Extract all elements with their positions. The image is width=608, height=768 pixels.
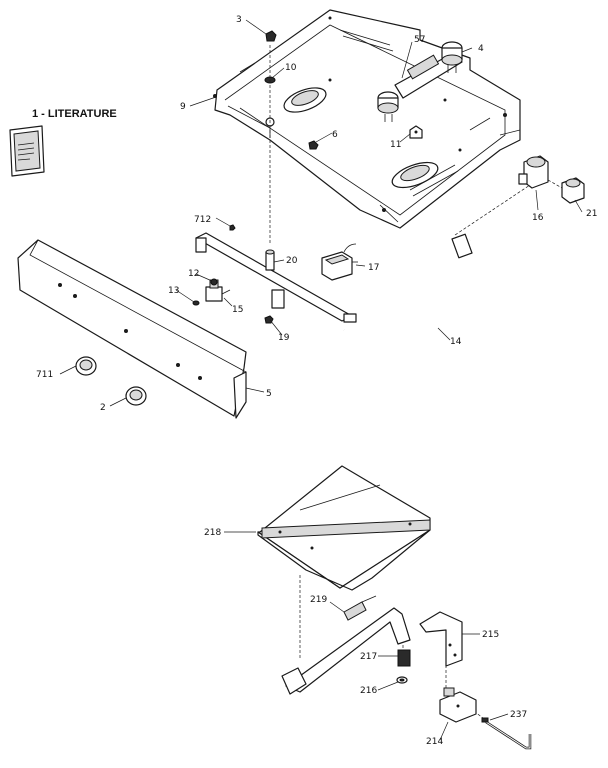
callout-711: 711: [36, 370, 53, 380]
screw-712: [229, 224, 236, 231]
knob-2: [125, 386, 147, 406]
bottom-shield-218: [257, 465, 431, 591]
callout-2: 2: [100, 403, 106, 413]
callout-15: 15: [232, 305, 243, 315]
callout-6: 6: [332, 130, 338, 140]
broil-burner-219: [281, 595, 411, 695]
callout-712: 712: [194, 215, 211, 225]
knob-711: [75, 356, 97, 376]
manifold-pipe-20: [195, 232, 357, 323]
pressure-regulator-17: [321, 243, 358, 281]
callout-217: 217: [360, 652, 377, 662]
leader-lines: [59, 19, 583, 741]
washer-13: [192, 300, 200, 306]
burner-box-pan: [213, 9, 521, 229]
part-217: [397, 649, 411, 667]
callout-3: 3: [236, 15, 242, 25]
thermostat-16: [518, 155, 549, 189]
bracket-11: [409, 125, 423, 139]
screw-3: [265, 30, 277, 42]
oven-valve-15: [205, 279, 231, 302]
callout-12: 12: [188, 269, 199, 279]
orifice-12: [210, 278, 218, 286]
callout-11: 11: [390, 140, 401, 150]
callout-237: 237: [510, 710, 527, 720]
burner-valve-4: [441, 41, 463, 73]
callout-16: 16: [532, 213, 544, 223]
callout-10: 10: [285, 63, 297, 73]
control-panel-5: [17, 239, 247, 419]
literature-title: 1 - LITERATURE: [32, 108, 117, 120]
bracket-215: [419, 611, 463, 667]
literature-booklet: [9, 125, 45, 177]
gas-tubing-14: [342, 233, 473, 357]
callout-218: 218: [204, 528, 221, 538]
wire-237: [481, 717, 532, 750]
control-knob-21: [561, 177, 585, 204]
callout-19: 19: [278, 333, 290, 343]
callout-13: 13: [168, 286, 179, 296]
callout-14: 14: [450, 337, 462, 347]
callout-215: 215: [482, 630, 499, 640]
callout-5: 5: [266, 389, 272, 399]
callout-9: 9: [180, 102, 186, 112]
callout-20: 20: [286, 256, 298, 266]
washer-216: [396, 676, 408, 684]
callout-216: 216: [360, 686, 377, 696]
screw-6: [308, 140, 319, 150]
callout-21: 21: [586, 209, 597, 219]
callout-214: 214: [426, 737, 443, 747]
callout-17: 17: [368, 263, 379, 273]
igniter-214: [439, 687, 477, 723]
callout-57: 57: [414, 35, 425, 45]
callout-219: 219: [310, 595, 327, 605]
callout-4: 4: [478, 44, 484, 54]
